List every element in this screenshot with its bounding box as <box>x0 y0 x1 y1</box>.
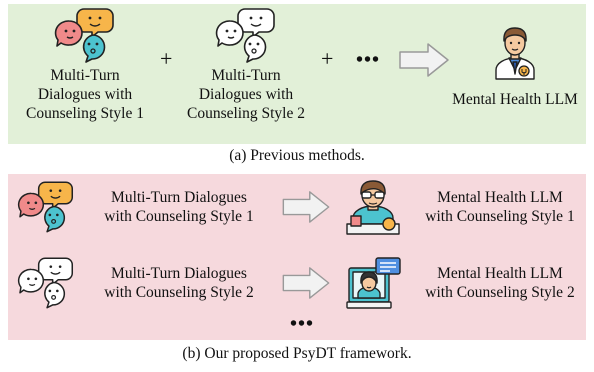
mental-health-llm-label: Mental Health LLM <box>452 91 578 108</box>
plus-sign: + <box>321 46 334 71</box>
ellipsis: ••• <box>290 313 315 335</box>
right-arrow-icon <box>282 267 330 299</box>
outline-chat-bubbles-icon <box>215 8 275 63</box>
outline-chat-bubbles-icon <box>17 257 74 309</box>
ellipsis: ••• <box>356 49 381 71</box>
colored-chat-bubbles-icon <box>17 181 74 233</box>
colored-chat-bubbles-icon <box>54 8 114 63</box>
counselor-at-desk-icon <box>346 180 400 235</box>
right-arrow-icon <box>282 191 330 223</box>
right-arrow-icon <box>399 43 449 77</box>
caption-b: (b) Our proposed PsyDT framework. <box>182 345 412 362</box>
doctor-icon <box>495 27 535 80</box>
video-call-counselor-icon <box>346 257 401 309</box>
plus-sign: + <box>160 46 173 71</box>
caption-a: (a) Previous methods. <box>229 147 365 164</box>
